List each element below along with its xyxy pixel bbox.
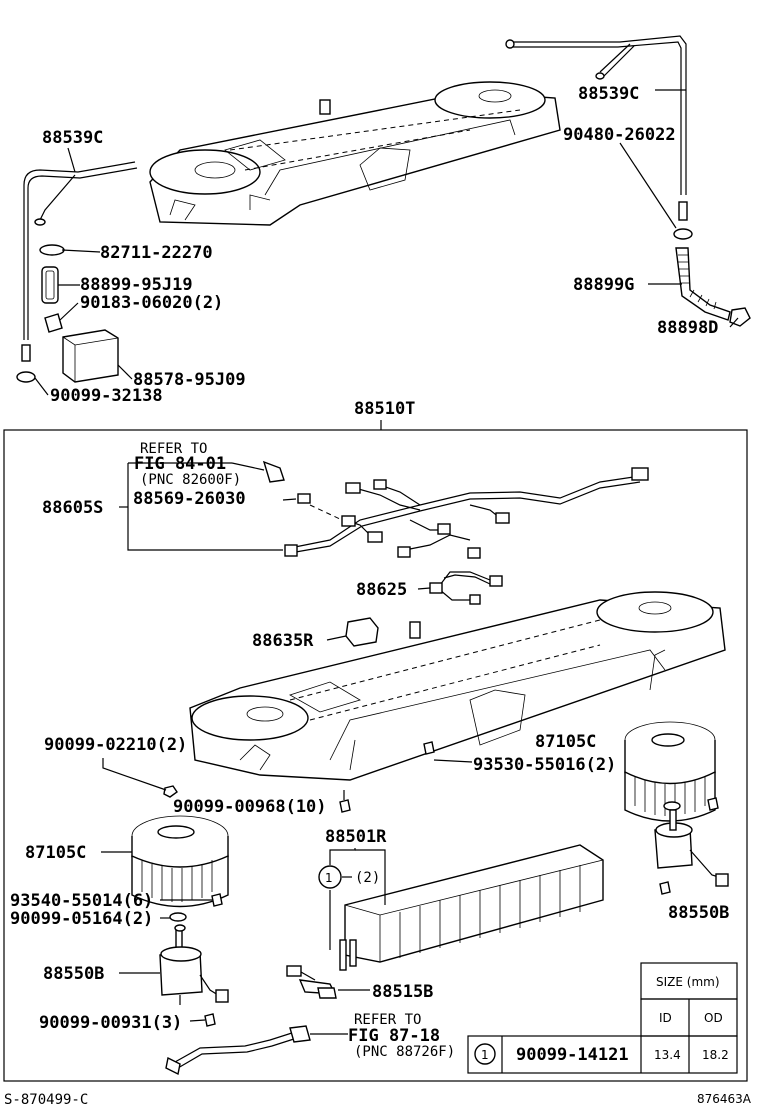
label-90480-26022: 90480-26022 <box>563 125 676 145</box>
motor-88550b-left-drawing <box>159 924 229 1027</box>
label-88539c-left: 88539C <box>42 128 103 148</box>
heater-core-88501r-drawing <box>339 844 604 971</box>
motor-88550b-right-drawing <box>654 797 729 895</box>
label-88569-26030: 88569-26030 <box>133 489 246 509</box>
hose-88539c-right-drawing <box>505 35 751 327</box>
refer1-line2: FIG 84-01 <box>134 454 226 474</box>
size-table-part-number: 90099-14121 <box>516 1045 629 1065</box>
label-87105c-right: 87105C <box>535 732 596 752</box>
label-88625: 88625 <box>356 580 407 600</box>
hose-88539c-left-drawing <box>16 161 138 383</box>
label-88550b-left: 88550B <box>43 964 104 984</box>
footer-left-code: S-870499-C <box>4 1092 88 1108</box>
label-90099-00931: 90099-00931(3) <box>39 1013 182 1033</box>
label-88515b: 88515B <box>372 982 433 1002</box>
bracket-88605s <box>119 462 297 551</box>
blower-87105c-left-drawing <box>131 815 229 908</box>
label-88635r: 88635R <box>252 631 314 651</box>
size-table-col-od: OD <box>704 1011 723 1025</box>
label-90183-06020: 90183-06020(2) <box>80 293 223 313</box>
refer1-line1: REFER TO <box>140 441 207 457</box>
label-82711-22270: 82711-22270 <box>100 243 213 263</box>
label-90099-02210: 90099-02210(2) <box>44 735 187 755</box>
small-parts-upper-left <box>39 244 119 383</box>
duct-bottom-drawing <box>165 1025 348 1076</box>
label-88501r: 88501R <box>325 827 387 847</box>
label-88605s: 88605S <box>42 498 103 518</box>
blower-87105c-right-drawing <box>624 721 716 822</box>
wire-harness-drawing <box>262 460 649 559</box>
label-90099-32138: 90099-32138 <box>50 386 163 406</box>
size-table-col-id: ID <box>659 1011 672 1025</box>
callout-circle-number: 1 <box>325 871 333 885</box>
refer2-line1: REFER TO <box>354 1012 421 1028</box>
refer1-line3: (PNC 82600F) <box>140 472 241 488</box>
label-93530-55016: 93530-55016(2) <box>473 755 616 775</box>
footer-right-code: 876463A <box>697 1092 752 1106</box>
label-88510t: 88510T <box>354 399 415 419</box>
label-88550b-right: 88550B <box>668 903 729 923</box>
label-93540-55014: 93540-55014(6) <box>10 891 153 911</box>
label-88578-95j09: 88578-95J09 <box>133 370 246 390</box>
leaders-top <box>34 89 739 396</box>
label-87105c-left: 87105C <box>25 843 86 863</box>
upper-heater-unit-drawing <box>149 81 561 226</box>
label-88899-95j19: 88899-95J19 <box>80 275 193 295</box>
sensor-88515b-drawing <box>286 965 337 999</box>
label-88899g: 88899G <box>573 275 634 295</box>
sub-harness-88625-drawing <box>429 571 503 605</box>
label-circle-qty: (2) <box>355 870 380 886</box>
size-table-od-value: 18.2 <box>702 1048 729 1062</box>
assembly-88510t-frame <box>3 429 748 1082</box>
label-90099-00968: 90099-00968(10) <box>173 797 327 817</box>
refer2-line3: (PNC 88726F) <box>354 1044 455 1060</box>
size-table-row-number: 1 <box>481 1048 489 1062</box>
label-88898d: 88898D <box>657 318 718 338</box>
label-90099-05164: 90099-05164(2) <box>10 909 153 929</box>
lower-heater-unit-drawing <box>189 591 726 781</box>
refer2-line2: FIG 87-18 <box>348 1026 440 1046</box>
label-88539c-right: 88539C <box>578 84 639 104</box>
size-table-header: SIZE (mm) <box>656 975 720 989</box>
size-table <box>467 962 738 1074</box>
size-table-id-value: 13.4 <box>654 1048 681 1062</box>
